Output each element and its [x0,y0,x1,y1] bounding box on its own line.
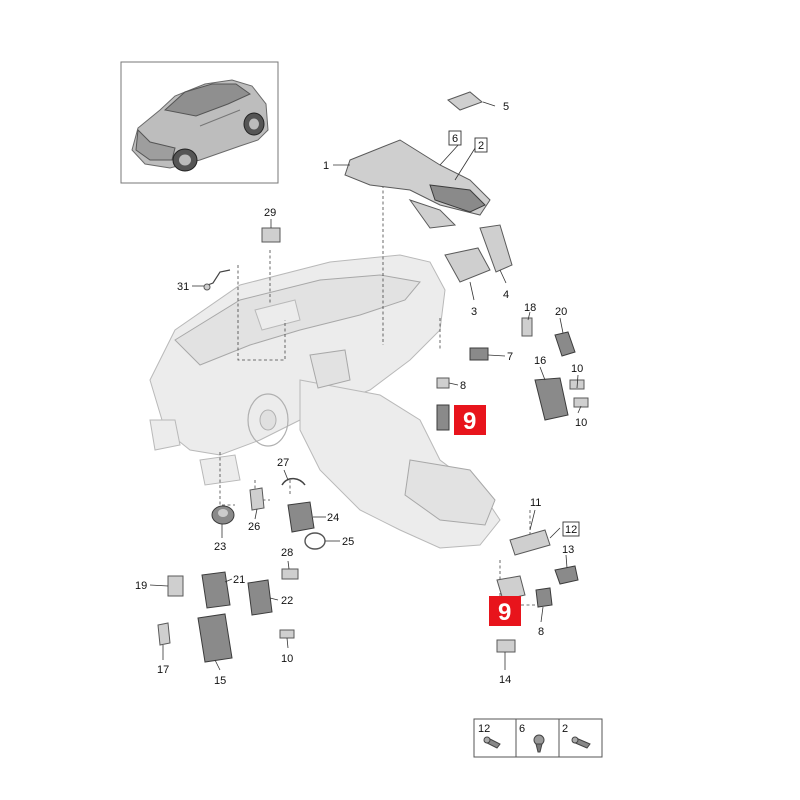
callout-10-right-b: 10 [575,417,587,429]
ring-25 [304,532,326,550]
screw-12-icon [483,736,501,749]
screw-2-icon [571,736,591,749]
part-14 [496,639,516,653]
part-10-lower [279,629,295,639]
part-19 [167,575,184,597]
part-24 [287,501,315,533]
part-7 [469,347,489,361]
callout-17: 17 [157,664,169,676]
callout-18: 18 [524,302,536,314]
callout-29: 29 [264,207,276,219]
callout-23: 23 [214,541,226,553]
switch-9-lower [496,575,526,601]
fastener-legend: 12 6 2 [473,718,603,758]
callout-8-lower: 8 [538,626,544,638]
center-console-trim [344,139,491,229]
part-22 [247,579,273,616]
highlight-9-lower-label: 9 [498,599,511,626]
callout-28: 28 [281,547,293,559]
callout-11: 11 [530,497,541,509]
part-26 [249,487,265,511]
callout-box-2 [474,137,488,153]
callout-12: 12 [565,524,577,536]
wire-27 [281,477,306,486]
callout-16: 16 [534,355,546,367]
callout-box-12 [562,521,580,537]
callout-22: 22 [281,595,293,607]
callout-15: 15 [214,675,226,687]
highlight-9-upper: 9 [454,405,486,435]
legend-label-2: 2 [562,723,568,735]
callout-8-upper: 8 [460,380,466,392]
sensor-31 [203,269,231,291]
switch-16 [534,377,569,421]
part-29 [261,227,281,243]
switch-18 [521,317,533,337]
part-10-right [569,379,589,408]
callout-5: 5 [503,101,509,113]
trim-panel-3 [444,247,491,283]
callout-7: 7 [507,351,513,363]
part-8-top [436,377,450,389]
callout-31: 31 [177,281,189,293]
part-13 [554,565,579,585]
callout-13: 13 [562,544,574,556]
vehicle-thumbnail [120,61,279,184]
callout-19: 19 [135,580,147,592]
trim-panel-4 [479,224,513,273]
panel-11 [509,529,551,556]
callout-2: 2 [478,140,484,152]
callout-14: 14 [499,674,511,686]
part-15 [197,613,233,663]
highlight-9-lower: 9 [489,596,521,626]
callout-20: 20 [555,306,567,318]
legend-label-6: 6 [519,723,525,735]
callout-10-lower: 10 [281,653,293,665]
callout-26: 26 [248,521,260,533]
leader-lines [149,101,582,671]
callout-4: 4 [503,289,509,301]
clip-6-icon [533,734,545,753]
callout-24: 24 [327,512,339,524]
dashboard-outline [149,254,501,549]
knob-23 [211,505,235,525]
callout-21: 21 [233,574,245,586]
switch-20 [554,331,576,357]
part-17 [157,622,171,646]
part-8-bottom [535,587,553,608]
switch-block-9 [436,404,450,431]
part-21 [201,571,231,609]
highlight-9-upper-label: 9 [463,408,476,435]
callout-25: 25 [342,536,354,548]
callout-3: 3 [471,306,477,318]
callout-6: 6 [452,133,458,145]
callout-10-right-a: 10 [571,363,583,375]
legend-label-12: 12 [478,723,490,735]
callout-1: 1 [323,160,329,172]
part-28 [281,568,299,580]
callout-box-6 [448,130,462,146]
part-5 [447,91,483,111]
callout-27: 27 [277,457,289,469]
